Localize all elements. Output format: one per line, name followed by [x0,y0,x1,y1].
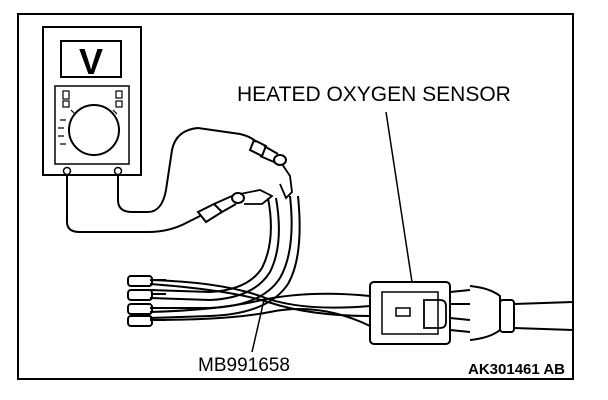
meter-lead-left [66,174,201,233]
sensor-connector [369,111,574,345]
sensor-connector-lock [423,299,447,329]
harness-wire [149,292,371,313]
probe-clip-lower [196,189,274,224]
harness-wire [149,195,301,319]
sensor-label: HEATED OXYGEN SENSOR [237,83,511,106]
sensor-connector-latch [395,307,411,317]
sensor-harness-clamp [499,299,515,333]
multimeter-dial [68,104,120,156]
multimeter-range-marks [58,119,66,145]
multimeter-indicator [62,100,70,108]
sensor-connector-housing [369,281,451,345]
multimeter-indicator [115,90,123,99]
figure-frame [17,13,574,380]
sensor-connector-face [381,291,439,335]
figure-reference: AK301461 AB [468,361,565,378]
harness-wire [149,283,371,317]
meter-leads [66,126,293,233]
multimeter: V [42,26,142,176]
multimeter-body [42,26,142,176]
sensor-connector-pins [449,289,471,333]
harness-wire [149,308,371,327]
probe-clip-upper [248,138,293,200]
tool-label: MB991658 [198,355,290,376]
harness-wire [149,197,272,294]
multimeter-indicator [62,90,70,100]
multimeter-dial-panel [54,85,130,165]
multimeter-display [60,40,122,78]
harness-lead-connectors [127,275,166,327]
harness-wire [149,197,280,302]
test-harness [127,195,371,353]
multimeter-display-symbol: V [79,41,103,82]
multimeter-range-marks [70,109,118,115]
multimeter-indicator [115,100,123,108]
harness-wire [149,279,371,309]
sensor-harness [513,301,574,331]
sensor-leader-line [385,111,413,283]
tool-leader-line [251,299,265,353]
meter-lead-right [117,126,257,213]
